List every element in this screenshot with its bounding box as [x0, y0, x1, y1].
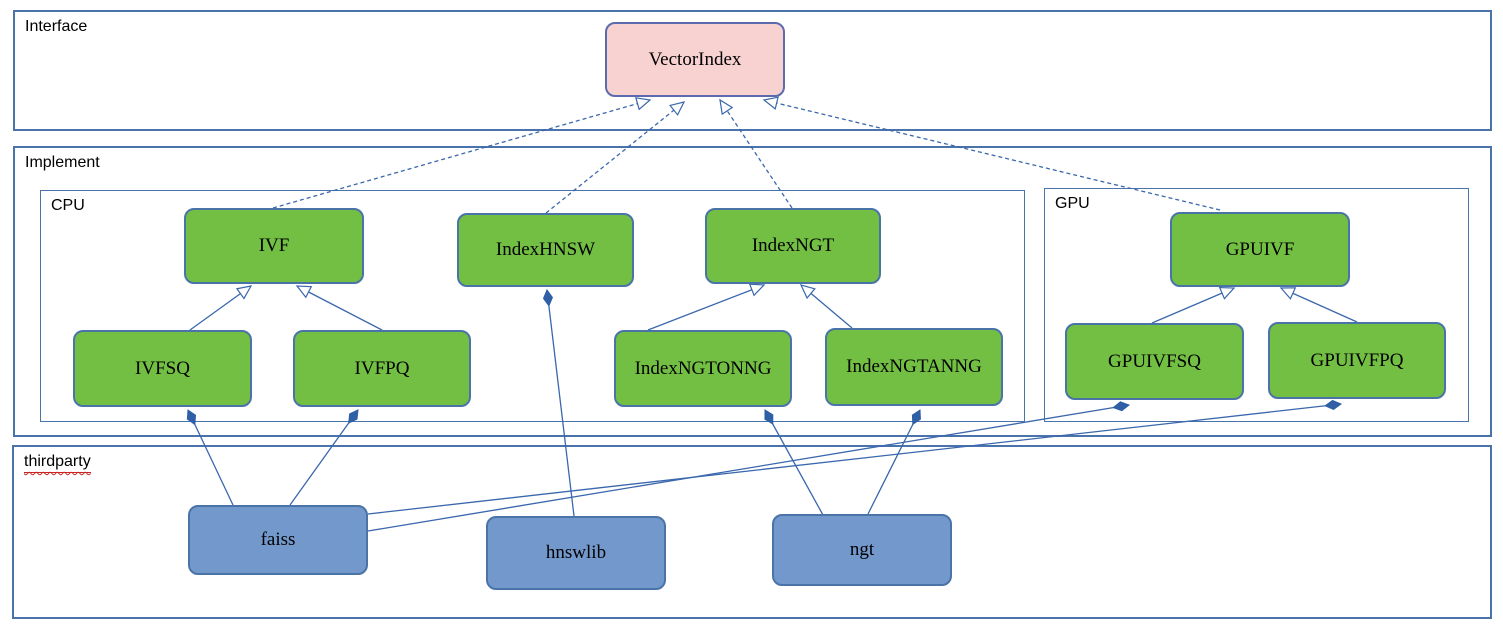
node-vectorindex-label: VectorIndex [648, 48, 742, 70]
node-gpuivf-label: GPUIVF [1225, 238, 1295, 260]
edge-ngt-indexngtanng [867, 410, 920, 515]
node-indexngtonng: IndexNGTONNG [614, 330, 792, 407]
container-interface: Interface [13, 10, 1492, 131]
node-indexhnsw-label: IndexHNSW [495, 239, 596, 260]
node-vectorindex: VectorIndex [605, 22, 785, 97]
edge-gpuivfsq-gpuivf [1151, 286, 1236, 324]
node-gpuivfpq: GPUIVFPQ [1268, 322, 1446, 399]
edge-gpuivf-vectorindex [762, 96, 1221, 211]
node-ivfsq: IVFSQ [73, 330, 252, 407]
edge-faiss-gpuivfsq [367, 405, 1129, 532]
node-indexngt: IndexNGT [705, 208, 881, 284]
container-implement: Implement [13, 146, 1492, 437]
container-gpu: GPU [1044, 188, 1469, 422]
edge-indexngtonng-indexngt [647, 283, 766, 331]
node-gpuivfsq: GPUIVFSQ [1065, 323, 1244, 400]
node-ivfpq: IVFPQ [293, 330, 471, 407]
node-ngt: ngt [772, 514, 952, 586]
edge-ngt-indexngtonng [765, 410, 824, 516]
node-faiss-label: faiss [260, 529, 296, 550]
edge-gpuivfpq-gpuivf [1279, 287, 1358, 323]
node-hnswlib: hnswlib [486, 516, 666, 590]
edge-indexhnsw-vectorindex [545, 101, 686, 214]
node-indexngtanng-label: IndexNGTANNG [846, 356, 982, 377]
node-hnswlib-label: hnswlib [545, 542, 607, 563]
node-faiss: faiss [188, 505, 368, 575]
container-thirdparty: thirdparty [12, 445, 1492, 619]
container-gpu-label: GPU [1055, 195, 1090, 212]
node-indexngtanng: IndexNGTANNG [825, 328, 1003, 406]
edge-ivf-vectorindex [272, 97, 652, 209]
edge-ivfpq-ivf [295, 285, 383, 331]
node-gpuivf: GPUIVF [1170, 212, 1350, 287]
container-implement-label: Implement [25, 154, 100, 171]
edge-faiss-gpuivfpq [367, 404, 1341, 515]
container-thirdparty-label: thirdparty [24, 453, 91, 473]
container-cpu-label: CPU [51, 197, 85, 214]
edge-ivfsq-ivf [189, 285, 253, 331]
edge-indexngtanng-indexngt [799, 284, 853, 329]
node-ngt-label: ngt [849, 539, 875, 560]
node-ivfpq-label: IVFPQ [354, 357, 410, 379]
container-interface-label: Interface [25, 18, 88, 35]
edge-faiss-ivfsq [188, 410, 234, 506]
node-ivf-label: IVF [258, 235, 290, 256]
edge-faiss-ivfpq [289, 410, 358, 506]
container-cpu: CPU [40, 190, 1025, 422]
node-gpuivfpq-label: GPUIVFPQ [1310, 349, 1404, 371]
node-indexngtonng-label: IndexNGTONNG [634, 357, 772, 379]
node-gpuivfsq-label: GPUIVFSQ [1108, 350, 1201, 372]
node-indexngt-label: IndexNGT [751, 235, 835, 256]
edge-hnswlib-indexhnsw [547, 290, 575, 517]
edge-indexngt-vectorindex [719, 98, 793, 209]
node-ivf: IVF [184, 208, 364, 284]
node-indexhnsw: IndexHNSW [457, 213, 634, 287]
node-ivfsq-label: IVFSQ [135, 357, 190, 379]
